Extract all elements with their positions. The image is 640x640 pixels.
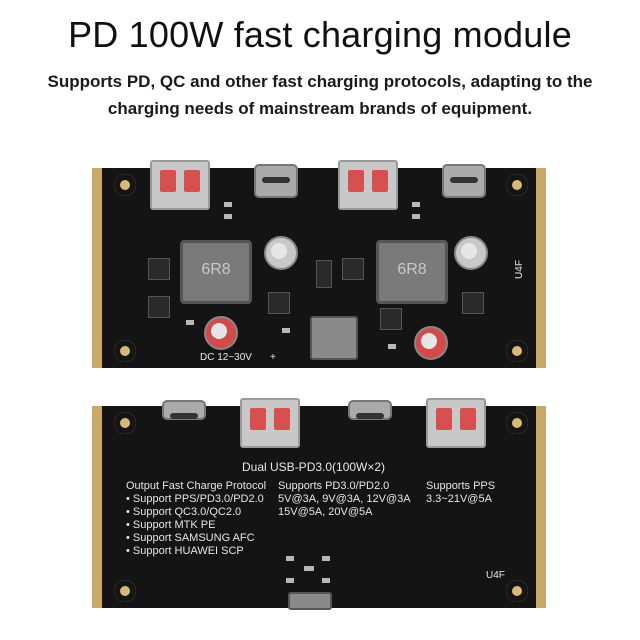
gold-edge-left (92, 406, 102, 608)
usb-a-port (240, 398, 300, 448)
usb-c-port (348, 400, 392, 420)
protocol-item: • Support QC3.0/QC2.0 (126, 506, 242, 518)
protocol-item: • Support PPS/PD3.0/PD2.0 (126, 493, 264, 505)
protocol-item: • Support SAMSUNG AFC (126, 532, 255, 544)
capacitor (454, 236, 488, 270)
model-label: U4F (513, 260, 525, 279)
chip (342, 258, 364, 280)
pps-spec-line: 3.3~21V@5A (426, 493, 492, 505)
plus-label: + (270, 352, 276, 363)
inductor: 6R8 (376, 240, 448, 304)
pd-spec-line: 5V@3A, 9V@3A, 12V@3A (278, 493, 411, 505)
usb-a-port (150, 160, 210, 210)
inductor-label: 6R8 (397, 261, 427, 278)
inductor-label: 6R8 (201, 261, 231, 278)
chip (148, 258, 170, 280)
mounting-hole (506, 412, 528, 434)
chip (380, 308, 402, 330)
mounting-hole (114, 174, 136, 196)
board-title: Dual USB-PD3.0(100W×2) (242, 460, 386, 474)
mounting-hole (114, 340, 136, 362)
subheadline-line-2: charging needs of mainstream brands of e… (107, 99, 533, 118)
pd-spec-line: 15V@5A, 20V@5A (278, 506, 373, 518)
usb-c-port (442, 164, 486, 198)
chip (316, 260, 332, 288)
capacitor (264, 236, 298, 270)
pps-spec-heading: Supports PPS (426, 480, 496, 492)
headline: PD 100W fast charging module (68, 14, 572, 55)
usb-a-port (426, 398, 486, 448)
subheadline-line-1: Supports PD, QC and other fast charging … (47, 72, 593, 91)
gold-edge-right (536, 168, 546, 368)
protocol-item: • Support HUAWEI SCP (126, 545, 244, 557)
usb-a-port (338, 160, 398, 210)
mounting-hole (114, 580, 136, 602)
protocol-heading: Output Fast Charge Protocol (126, 480, 267, 492)
mounting-hole (506, 174, 528, 196)
chip (462, 292, 484, 314)
dc-input-connector (310, 316, 358, 360)
pd-spec-heading: Supports PD3.0/PD2.0 (278, 480, 390, 492)
mounting-hole (506, 580, 528, 602)
capacitor (204, 316, 238, 350)
pps-spec: Supports PPS 3.3~21V@5A (426, 480, 495, 506)
protocol-item: • Support MTK PE (126, 519, 216, 531)
dc-input-connector (288, 592, 332, 610)
usb-c-port (162, 400, 206, 420)
subheadline: Supports PD, QC and other fast charging … (20, 68, 620, 122)
pd-spec: Supports PD3.0/PD2.0 5V@3A, 9V@3A, 12V@3… (278, 480, 411, 519)
pcb-bottom-view: Dual USB-PD3.0(100W×2) Output Fast Charg… (92, 398, 546, 610)
protocol-list: Output Fast Charge Protocol • Support PP… (126, 480, 266, 558)
pcb-top-view: 6R8 6R8 DC 12~30V + U4F (92, 160, 546, 368)
gold-edge-left (92, 168, 102, 368)
chip (148, 296, 170, 318)
chip (268, 292, 290, 314)
usb-c-port (254, 164, 298, 198)
mounting-hole (506, 340, 528, 362)
model-label: U4F (486, 570, 505, 581)
capacitor (414, 326, 448, 360)
gold-edge-right (536, 406, 546, 608)
mounting-hole (114, 412, 136, 434)
inductor: 6R8 (180, 240, 252, 304)
dc-input-label: DC 12~30V (200, 352, 252, 363)
